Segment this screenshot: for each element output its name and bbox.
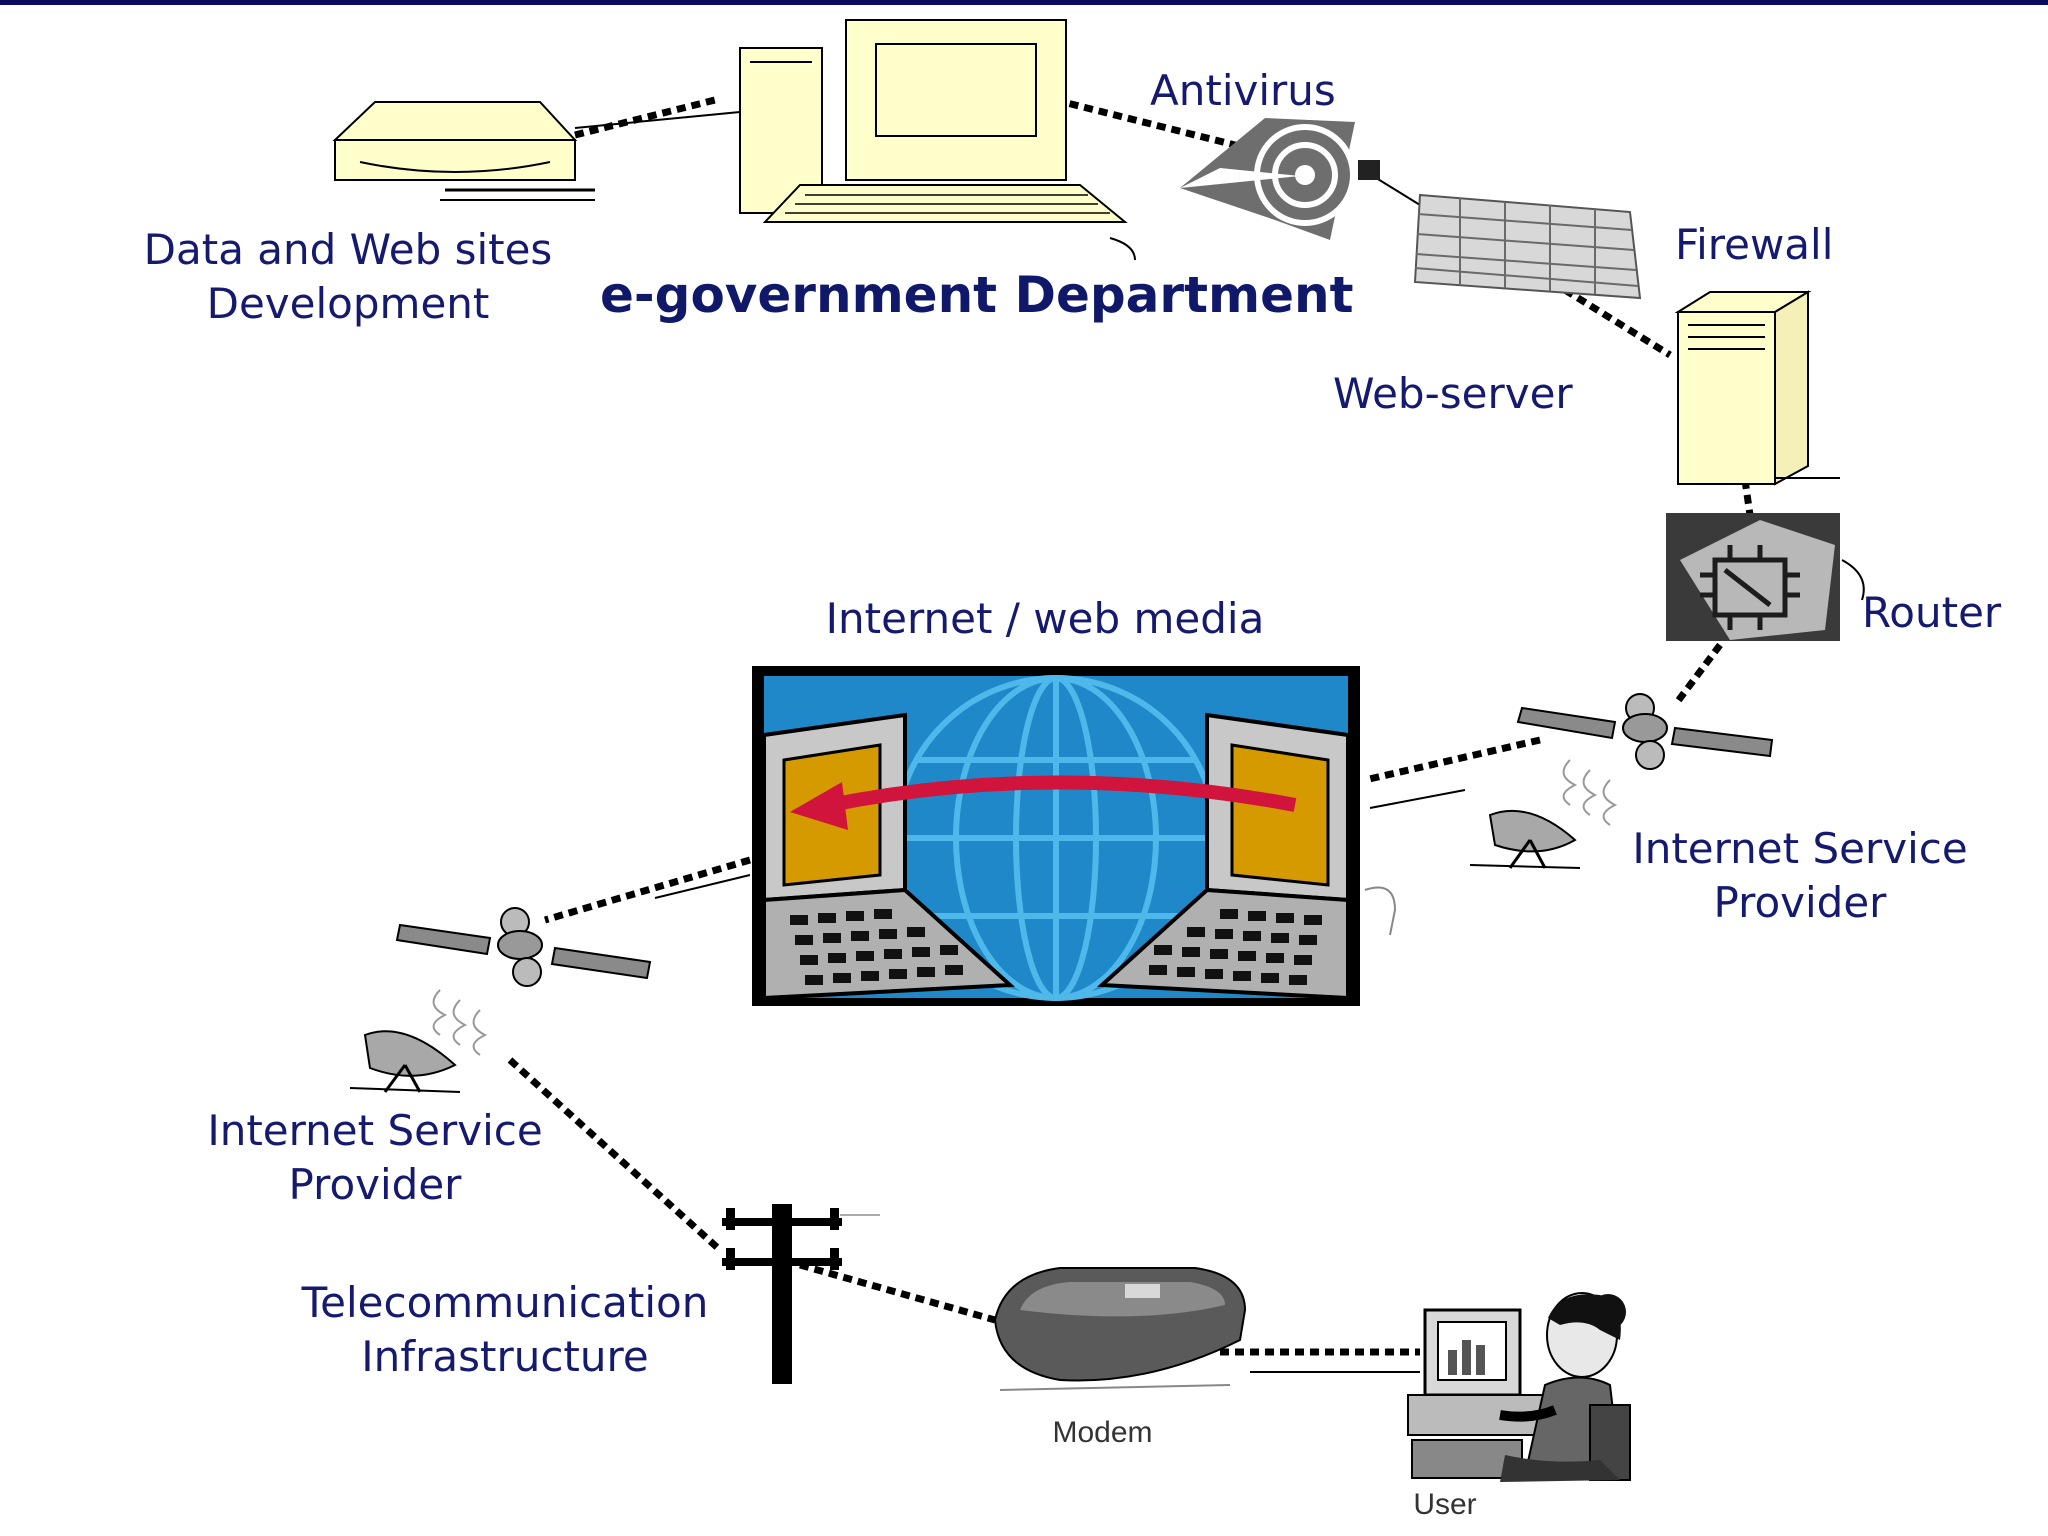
label-isp-left: Internet Service Provider	[175, 1104, 575, 1212]
link-internet-satellite-left	[544, 856, 751, 924]
label-telecom-infrastructure: Telecommunication Infrastructure	[290, 1276, 720, 1384]
label-line: Internet Service	[1632, 824, 1968, 873]
user-at-computer-icon	[1407, 1292, 1631, 1482]
satellite-dish-left-icon	[349, 1030, 461, 1093]
label-line: Internet Service	[207, 1106, 543, 1155]
label-antivirus: Antivirus	[1150, 66, 1336, 115]
satellite-dish-right-icon	[1469, 809, 1581, 869]
modem-icon	[993, 1267, 1247, 1391]
label-line: Infrastructure	[361, 1332, 649, 1381]
top-border	[0, 0, 2048, 5]
internet-media-panel	[752, 666, 1360, 1006]
label-router: Router	[1862, 588, 2002, 637]
label-modem: Modem	[1052, 1416, 1153, 1449]
data-transfer-arrow-icon	[790, 775, 1297, 830]
label-line: Telecommunication	[301, 1278, 709, 1327]
connection-links	[507, 96, 1754, 1356]
label-line: Development	[206, 279, 490, 328]
firewall-wall-icon	[1413, 193, 1642, 300]
link-server-router	[1741, 479, 1754, 516]
link-pole-modem	[799, 1261, 996, 1324]
link-computer-antivirus	[1054, 96, 1236, 149]
link-firewall-server	[1563, 287, 1672, 358]
link-satellite-right-internet	[1364, 736, 1541, 784]
link-router-satellite-right	[1672, 642, 1723, 708]
antivirus-target-icon	[1180, 118, 1380, 240]
label-web-server: Web-server	[1333, 369, 1573, 418]
web-server-tower-icon	[1674, 290, 1840, 486]
label-line: Provider	[288, 1160, 462, 1209]
router-chip-icon	[1666, 513, 1865, 641]
label-data-web-development: Data and Web sites Development	[128, 223, 568, 331]
label-user: User	[1413, 1488, 1477, 1521]
label-firewall: Firewall	[1675, 220, 1834, 269]
cdrom-drive-icon	[332, 101, 595, 201]
telephone-pole-icon	[722, 1204, 880, 1384]
satellite-right-icon	[1516, 693, 1774, 826]
department-title: e-government Department	[600, 266, 1354, 324]
link-cdrom-computer	[574, 96, 716, 139]
label-line: Provider	[1713, 878, 1887, 927]
label-isp-right: Internet Service Provider	[1590, 822, 2010, 930]
government-computer-icon	[739, 19, 1136, 261]
label-internet-web-media: Internet / web media	[825, 594, 1265, 643]
satellite-left-icon	[395, 907, 652, 1056]
link-isp-left-pole	[507, 1057, 723, 1253]
label-line: Data and Web sites	[143, 225, 553, 274]
thin-links	[574, 111, 1466, 1373]
